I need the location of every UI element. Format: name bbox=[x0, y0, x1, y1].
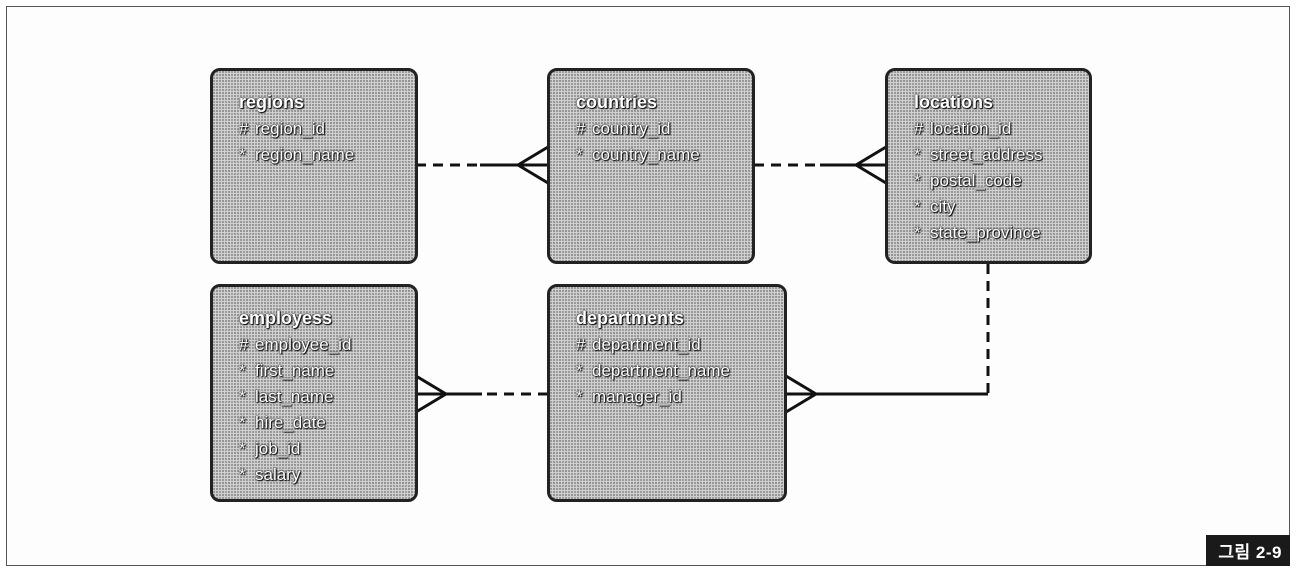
attribute: #country_id bbox=[576, 119, 671, 138]
attribute: *postal_code bbox=[914, 171, 1022, 190]
entity-title: regions bbox=[239, 92, 305, 112]
entity-departments: departments #department_id *department_n… bbox=[547, 284, 787, 502]
attribute: *state_province bbox=[914, 223, 1041, 242]
attribute: *manager_id bbox=[576, 387, 682, 406]
attribute: *country_name bbox=[576, 145, 700, 164]
attribute: #location_id bbox=[914, 119, 1012, 138]
entity-title: countries bbox=[576, 92, 658, 112]
attribute: *first_name bbox=[239, 361, 335, 380]
attribute: *region_name bbox=[239, 145, 355, 164]
relationship-countries-locations bbox=[754, 145, 887, 185]
attribute: #employee_id bbox=[239, 335, 352, 354]
entity-employees: employess #employee_id *first_name *last… bbox=[210, 284, 418, 502]
attribute: *city bbox=[914, 197, 956, 216]
entity-title: employess bbox=[239, 308, 333, 328]
attribute: *last_name bbox=[239, 387, 334, 406]
relationship-locations-departments bbox=[785, 264, 990, 414]
entity-countries: countries #country_id *country_name bbox=[547, 68, 755, 264]
attribute: *department_name bbox=[576, 361, 730, 380]
entity-title: departments bbox=[576, 308, 685, 328]
relationship-regions-countries bbox=[416, 145, 549, 185]
entity-regions: regions #region_id *region_name bbox=[210, 68, 418, 264]
attribute: *job_id bbox=[239, 439, 301, 458]
attribute: *street_address bbox=[914, 145, 1043, 164]
figure-label: 그림 2-9 bbox=[1206, 535, 1290, 566]
attribute: *salary bbox=[239, 465, 301, 484]
attribute: *hire_date bbox=[239, 413, 326, 432]
entity-locations: locations #location_id *street_address *… bbox=[885, 68, 1092, 264]
relationship-departments-employees bbox=[415, 374, 548, 414]
attribute: #department_id bbox=[576, 335, 701, 354]
attribute: #region_id bbox=[239, 119, 325, 138]
entity-title: locations bbox=[914, 92, 994, 112]
